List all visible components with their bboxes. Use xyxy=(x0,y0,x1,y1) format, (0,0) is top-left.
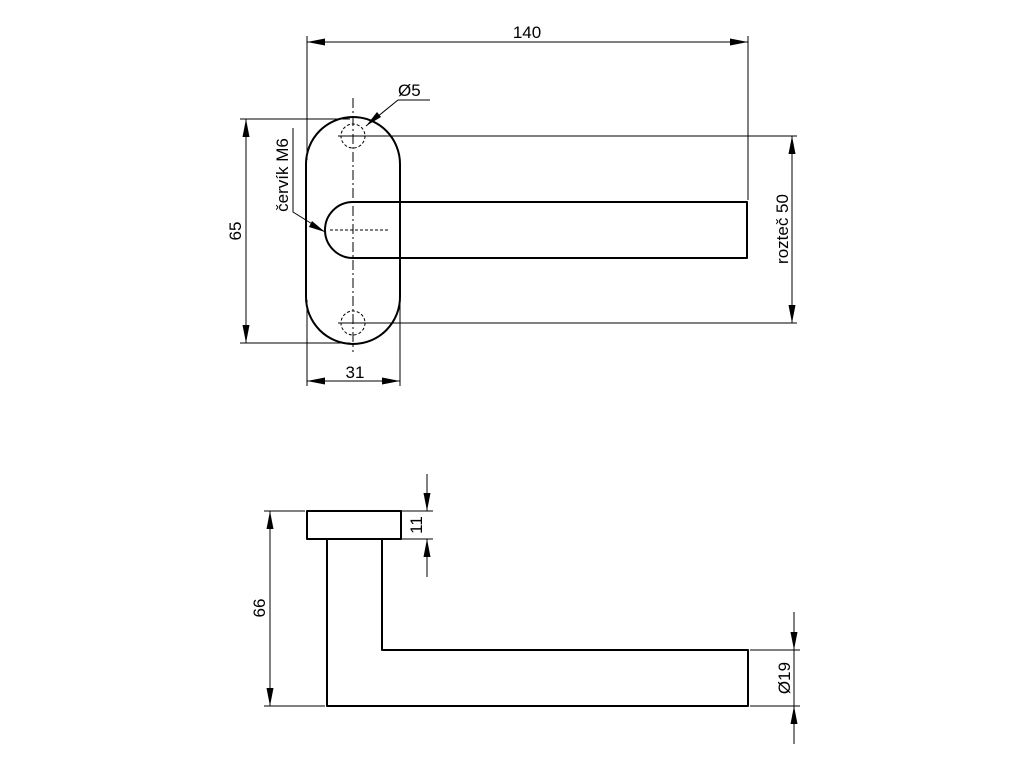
arrowhead xyxy=(730,38,748,46)
dim-label-65: 65 xyxy=(226,222,245,241)
dim-label-66: 66 xyxy=(250,599,269,618)
top-view: 140 Ø5 65 červík M6 31 rozteč 50 xyxy=(226,23,797,386)
rose-block-outline xyxy=(306,510,402,540)
arrowhead xyxy=(423,539,431,557)
side-view: 11 66 Ø19 xyxy=(250,474,800,744)
screw-leader-line xyxy=(292,128,326,233)
arrowhead xyxy=(788,136,796,154)
dim-label-11: 11 xyxy=(407,516,426,534)
arrowhead xyxy=(307,38,325,46)
arrowhead xyxy=(242,119,250,137)
spacing-label: rozteč 50 xyxy=(773,194,792,264)
lever-profile-outline xyxy=(326,539,749,707)
arrowhead xyxy=(266,511,274,529)
arrowhead xyxy=(366,112,381,126)
arrowhead xyxy=(423,493,431,511)
arrowhead xyxy=(266,688,274,706)
dim-label-19: Ø19 xyxy=(775,662,794,694)
dim-label-140: 140 xyxy=(513,23,541,42)
lever-bar-outline xyxy=(324,201,748,259)
arrowhead xyxy=(790,632,798,650)
hole-diameter-label: Ø5 xyxy=(398,81,421,100)
screw-label: červík M6 xyxy=(273,138,292,212)
rose-plate-outline xyxy=(305,116,401,345)
arrowhead xyxy=(307,377,325,385)
arrowhead xyxy=(788,305,796,323)
arrowhead xyxy=(382,377,400,385)
arrowhead xyxy=(790,706,798,724)
arrowhead xyxy=(309,221,325,232)
dim-label-31: 31 xyxy=(346,363,365,382)
arrowhead xyxy=(242,325,250,343)
